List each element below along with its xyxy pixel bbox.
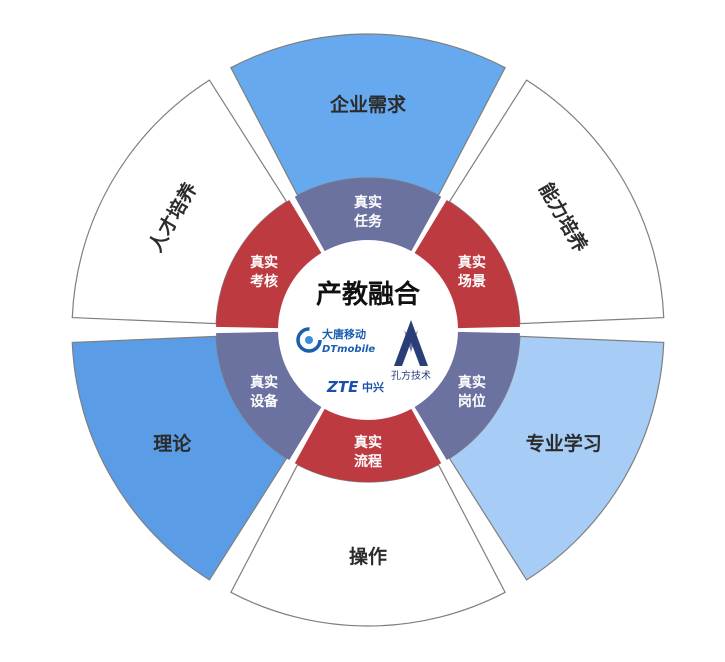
inner-label-real-assessment-line2: 考核 [250,273,278,290]
datang-logo-cn: 大唐移动 [322,327,366,341]
inner-segment-real-task [294,178,442,252]
inner-label-real-post-line2: 岗位 [458,393,486,410]
zte-logo: ZTE 中兴 [326,378,384,396]
center-title: 产教融合 [316,279,421,310]
inner-label-real-post-line1: 真实 [458,374,486,391]
zte-logo-en: ZTE [326,378,359,396]
inner-segment-real-equipment [216,331,322,461]
inner-segment-real-post [414,331,520,461]
inner-label-real-scene-line1: 真实 [458,254,486,271]
outer-label-theory: 理论 [153,432,192,455]
inner-label-real-task-line2: 任务 [353,213,383,230]
datang-logo-en: DTmobile [322,344,375,355]
inner-label-real-process-line2: 流程 [354,453,382,470]
inner-label-real-scene-line2: 场景 [458,274,486,290]
kongfang-logo: 孔方技术 [391,320,431,382]
inner-label-real-task-line1: 真实 [354,194,382,211]
outer-label-operation: 操作 [349,545,387,568]
inner-segment-real-assessment [216,199,322,329]
kongfang-logo-text: 孔方技术 [391,369,431,382]
datang-swirl-icon [296,327,322,353]
outer-label-enterprise-demand: 企业需求 [329,93,407,116]
inner-segment-real-process [294,408,442,482]
inner-segment-real-scene [414,199,520,329]
outer-label-professional-study: 专业学习 [526,432,602,455]
inner-label-real-assessment-line1: 真实 [250,254,278,271]
kongfang-mark-icon [394,320,428,366]
inner-label-real-equipment-line1: 真实 [250,374,278,391]
inner-label-real-equipment-line2: 设备 [250,393,279,410]
inner-label-real-process-line1: 真实 [354,434,382,451]
zte-logo-cn: 中兴 [362,380,384,394]
datang-mobile-logo: 大唐移动 DTmobile [296,327,375,355]
center-circle [280,242,456,418]
